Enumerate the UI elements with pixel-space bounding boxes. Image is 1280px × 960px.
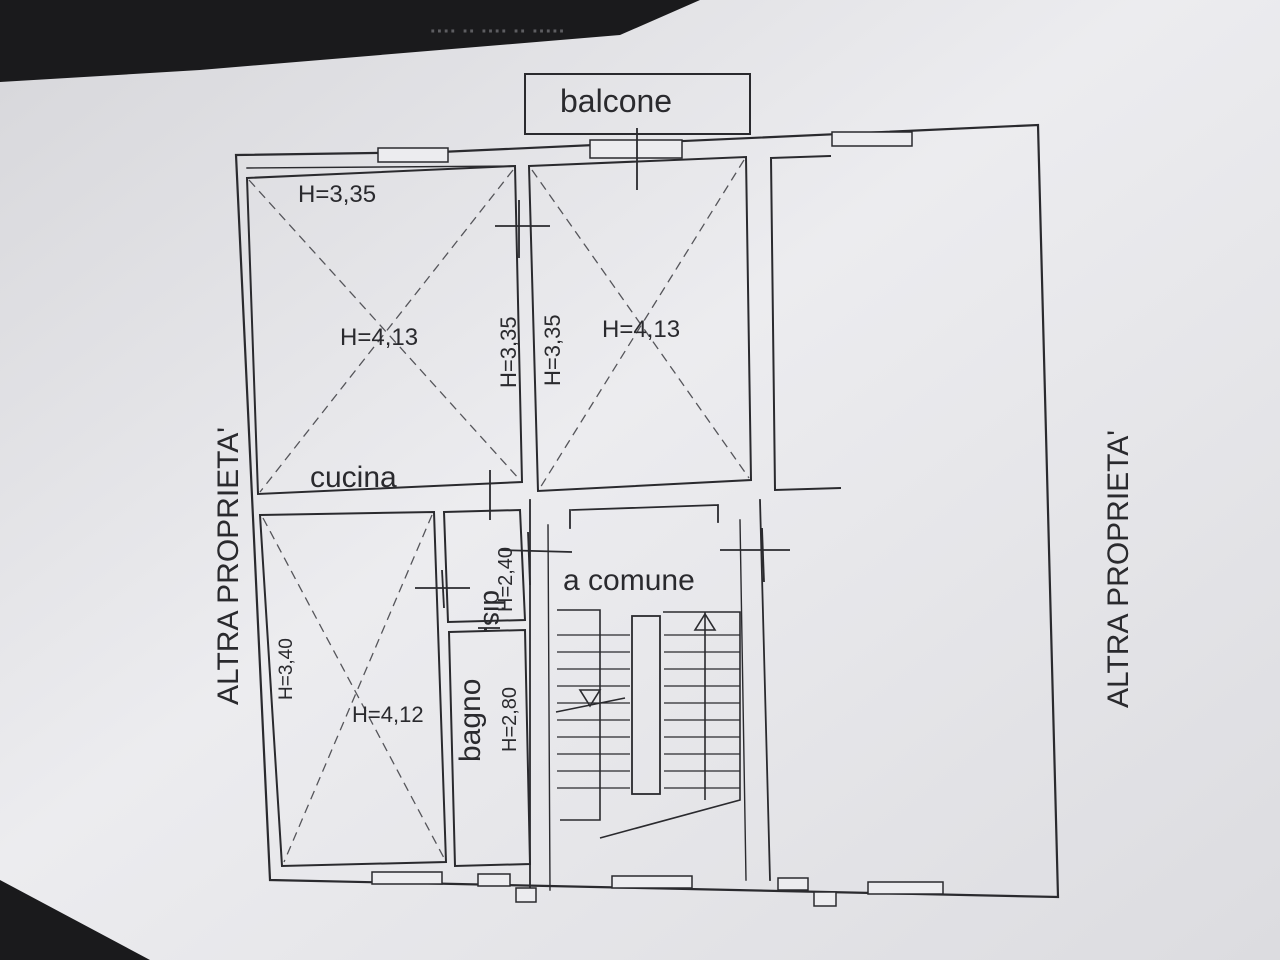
label-height-dis: H=2,40 (495, 547, 517, 612)
label-height-cucina-center: H=4,13 (340, 324, 418, 351)
label-height-bagno: H=2,80 (499, 687, 521, 752)
dark-corner-top-left (0, 0, 700, 82)
label-dis: dis. (478, 590, 509, 634)
label-height-corridor-1: H=3,35 (496, 316, 521, 388)
corridor-wall (529, 499, 771, 891)
label-height-room-3-center: H=4,12 (352, 702, 424, 727)
clipped-title-fragment: ···· ·· ···· ·· ····· (430, 21, 565, 43)
ceiling-diagonals (248, 159, 750, 863)
room-right-wall (769, 154, 842, 492)
dis-wall (442, 508, 527, 624)
label-height-room-3-side: H=3,40 (276, 638, 297, 700)
room-cucina-wall (245, 164, 524, 496)
dark-corner-bottom-left (0, 880, 150, 960)
door-markers (415, 128, 790, 629)
room-2-wall (527, 155, 753, 493)
label-cucina: cucina (310, 461, 397, 494)
inner-wall-line (246, 165, 516, 169)
label-bagno: bagno (454, 679, 487, 762)
label-balcone: balcone (560, 83, 672, 119)
label-altra-proprieta-left: ALTRA PROPRIETA' (212, 427, 245, 705)
windows (371, 131, 944, 907)
label-height-cucina-top: H=3,35 (298, 181, 376, 208)
room-3-wall (258, 510, 448, 868)
label-height-room-2-center: H=4,13 (602, 316, 680, 343)
label-height-corridor-2: H=3,35 (540, 314, 565, 386)
staircase (555, 609, 741, 839)
label-altra-proprieta-right: ALTRA PROPRIETA' (1102, 430, 1135, 708)
label-a-comune: a comune (563, 564, 695, 597)
landing-wall (547, 519, 747, 891)
